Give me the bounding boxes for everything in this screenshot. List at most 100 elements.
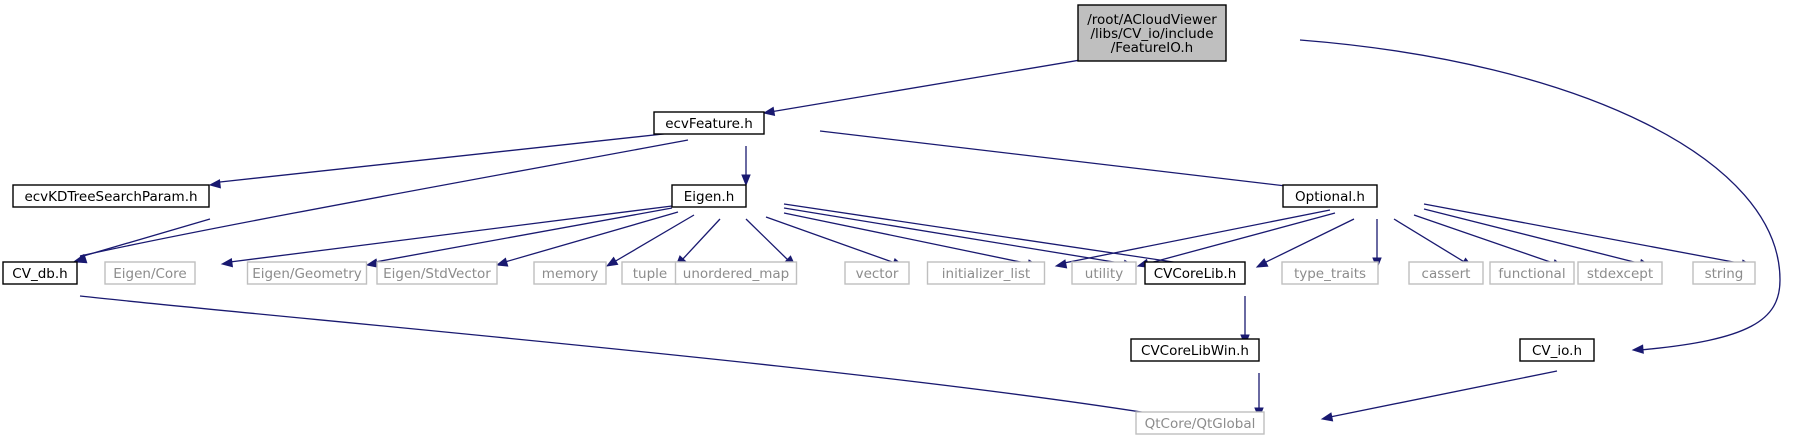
edge-line [819,130,1321,191]
node-optional[interactable]: Optional.h [1282,184,1378,208]
edge-line [745,218,791,263]
edge-optional-to-functional [1413,214,1565,269]
node-box [1692,261,1756,285]
node-box [1130,338,1260,362]
node-label: initializer_list [942,266,1030,282]
node-label: CV_io.h [1532,343,1582,359]
node-label: memory [542,266,598,282]
node-label: vector [856,266,899,282]
node-box [1077,4,1227,62]
node-label: CVCoreLib.h [1154,266,1237,282]
node-featureio[interactable]: /root/ACloudViewer/libs/CV_io/include/Fe… [1077,4,1227,62]
node-label: /FeatureIO.h [1111,40,1193,56]
node-label: tuple [633,266,667,282]
node-label: string [1705,266,1744,282]
node-box [1071,261,1137,285]
node-label: Optional.h [1295,189,1365,205]
node-box [1135,411,1265,435]
edge-arrowhead [605,256,619,267]
edge-arrowhead [74,254,88,264]
edge-line [783,203,1201,267]
edge-line [79,295,1191,421]
edge-line [1263,218,1355,264]
node-box [1577,261,1663,285]
node-box [12,184,210,208]
edge-arrowhead [1631,344,1644,354]
edge-line [613,214,695,263]
edge-eigen-to-memory [605,214,695,267]
edge-eigen-to-umap [745,218,796,267]
edge-eigen-to-initlist [783,212,1040,269]
node-eigengeom[interactable]: Eigen/Geometry [246,261,368,285]
node-box [376,261,498,285]
edge-kdtree-to-cvdb [74,218,211,264]
node-tuple[interactable]: tuple [621,261,679,285]
node-box [1408,261,1484,285]
node-functional[interactable]: functional [1489,261,1575,285]
node-label: stdexcept [1587,266,1653,282]
edge-eigen-to-eigenstdvec [495,211,679,267]
node-qtglobal[interactable]: QtCore/QtGlobal [1135,411,1265,435]
node-box [104,261,196,285]
edge-arrowhead [1054,259,1068,269]
edge-eigen-to-tuple [675,218,721,267]
nodes-layer: /root/ACloudViewer/libs/CV_io/include/Fe… [2,4,1756,435]
edge-line [783,212,1031,265]
edge-line [1413,214,1557,265]
node-cassert[interactable]: cassert [1408,261,1484,285]
node-cvio[interactable]: CV_io.h [1519,338,1595,362]
node-label: QtCore/QtGlobal [1145,416,1256,432]
edge-line [1329,370,1558,418]
node-cvdb[interactable]: CV_db.h [2,261,78,285]
edge-arrowhead [208,179,221,189]
node-cvcorelib[interactable]: CVCoreLib.h [1144,261,1246,285]
node-umap[interactable]: unordered_map [674,261,798,285]
edge-line [1145,212,1336,265]
node-box [533,261,607,285]
node-box [926,261,1046,285]
node-utility[interactable]: utility [1071,261,1137,285]
node-box [2,261,78,285]
edge-line [1393,218,1467,264]
node-stdexcept[interactable]: stdexcept [1577,261,1663,285]
node-cvcorewin[interactable]: CVCoreLibWin.h [1130,338,1260,362]
node-eigenstdvec[interactable]: Eigen/StdVector [376,261,498,285]
node-box [1519,338,1595,362]
edge-line [1063,209,1331,264]
node-typetraits[interactable]: type_traits [1281,261,1379,285]
edge-arrowhead [1320,412,1334,422]
node-box [1281,261,1379,285]
edge-arrowhead [1255,258,1269,268]
node-box [671,184,747,208]
edge-line [219,129,701,183]
node-box [1489,261,1575,285]
node-label: Eigen/StdVector [383,266,491,282]
node-eigen[interactable]: Eigen.h [671,184,747,208]
node-label: ecvFeature.h [665,116,753,132]
edge-ecvfeature-to-optional [819,130,1332,196]
edge-arrowhead [365,258,379,268]
node-ecvfeature[interactable]: ecvFeature.h [653,111,765,135]
node-label: functional [1498,266,1565,282]
node-vector[interactable]: vector [844,261,910,285]
node-kdtree[interactable]: ecvKDTreeSearchParam.h [12,184,210,208]
edge-featureio-to-cvio [1299,39,1781,354]
edge-line [79,139,689,257]
edge-cvcorelib-to-cvcorewin [1240,296,1250,347]
node-label: /root/ACloudViewer [1087,12,1217,28]
node-label: Eigen/Geometry [252,266,362,282]
node-box [246,261,368,285]
node-string[interactable]: string [1692,261,1756,285]
edge-arrowhead [495,257,509,267]
edge-cvio-to-qtglobal [1320,370,1558,422]
edge-ecvfeature-to-kdtree [208,129,701,189]
edge-optional-to-utility [1136,212,1336,268]
edge-line [229,205,673,263]
edge-line [504,211,679,263]
node-eigencore[interactable]: Eigen/Core [104,261,196,285]
edge-optional-to-cassert [1393,218,1474,268]
node-initlist[interactable]: initializer_list [926,261,1046,285]
node-memory[interactable]: memory [533,261,607,285]
node-box [674,261,798,285]
edge-line [1299,39,1781,351]
